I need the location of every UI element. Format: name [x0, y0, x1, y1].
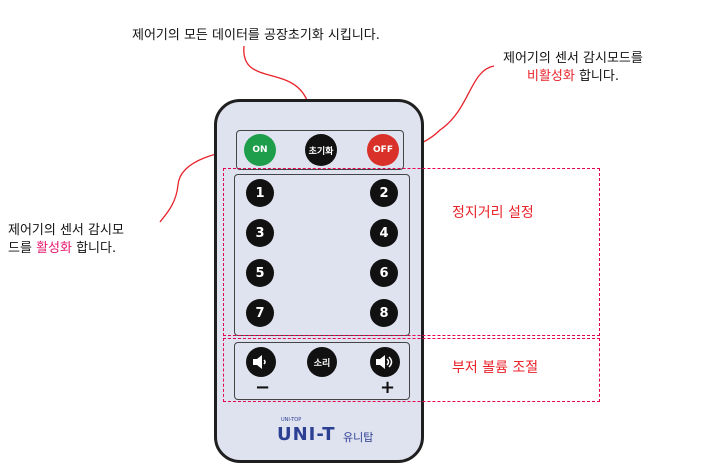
distance-section-box [223, 168, 600, 336]
logo-korean: 유니탑 [343, 431, 374, 444]
off-rest: 합니다. [574, 69, 619, 84]
speaker-high-icon [376, 355, 393, 369]
off-annotation-line1: 제어기의 센서 감시모드를 [503, 51, 643, 66]
off-annotation-line2: 비활성화 합니다. [503, 68, 643, 86]
off-button[interactable]: OFF [367, 134, 399, 166]
on-annotation: 제어기의 센서 감시모 드를 활성화 합니다. [8, 222, 124, 258]
number-button-6[interactable]: 6 [370, 259, 398, 287]
buzzer-section-label: 부저 볼륨 조절 [452, 360, 539, 376]
on-button[interactable]: ON [244, 134, 276, 166]
reset-button[interactable]: 초기화 [305, 134, 337, 166]
on-annotation-line2: 드를 활성화 합니다. [8, 240, 124, 258]
number-button-2[interactable]: 2 [370, 179, 398, 207]
minus-sign: − [255, 377, 271, 398]
distance-section-label: 정지거리 설정 [452, 205, 534, 221]
remote-control: ON 초기화 OFF 1 2 3 4 5 6 7 8 소리 − + UNI-TO… [214, 99, 424, 463]
buzzer-section-box [223, 338, 600, 402]
on-annotation-line1: 제어기의 센서 감시모 [8, 223, 124, 238]
speaker-low-icon [253, 355, 266, 369]
number-button-5[interactable]: 5 [246, 259, 274, 287]
off-annotation: 제어기의 센서 감시모드를 비활성화 합니다. [503, 50, 643, 86]
on-highlight: 활성화 [36, 241, 72, 256]
number-button-1[interactable]: 1 [246, 179, 274, 207]
on-prefix: 드를 [8, 241, 37, 256]
factory-reset-annotation: 제어기의 모든 데이터를 공장초기화 시킵니다. [132, 28, 380, 43]
volume-up-button[interactable] [370, 347, 400, 377]
sound-button[interactable]: 소리 [307, 347, 337, 377]
number-button-7[interactable]: 7 [246, 299, 274, 327]
logo: UNI-T [277, 424, 336, 445]
volume-down-button[interactable] [246, 347, 276, 377]
number-button-4[interactable]: 4 [370, 219, 398, 247]
plus-sign: + [380, 377, 396, 398]
number-button-3[interactable]: 3 [246, 219, 274, 247]
off-highlight: 비활성화 [527, 69, 575, 84]
logo-small-text: UNI-TOP [281, 417, 302, 423]
number-button-8[interactable]: 8 [370, 299, 398, 327]
on-rest: 합니다. [71, 241, 117, 256]
